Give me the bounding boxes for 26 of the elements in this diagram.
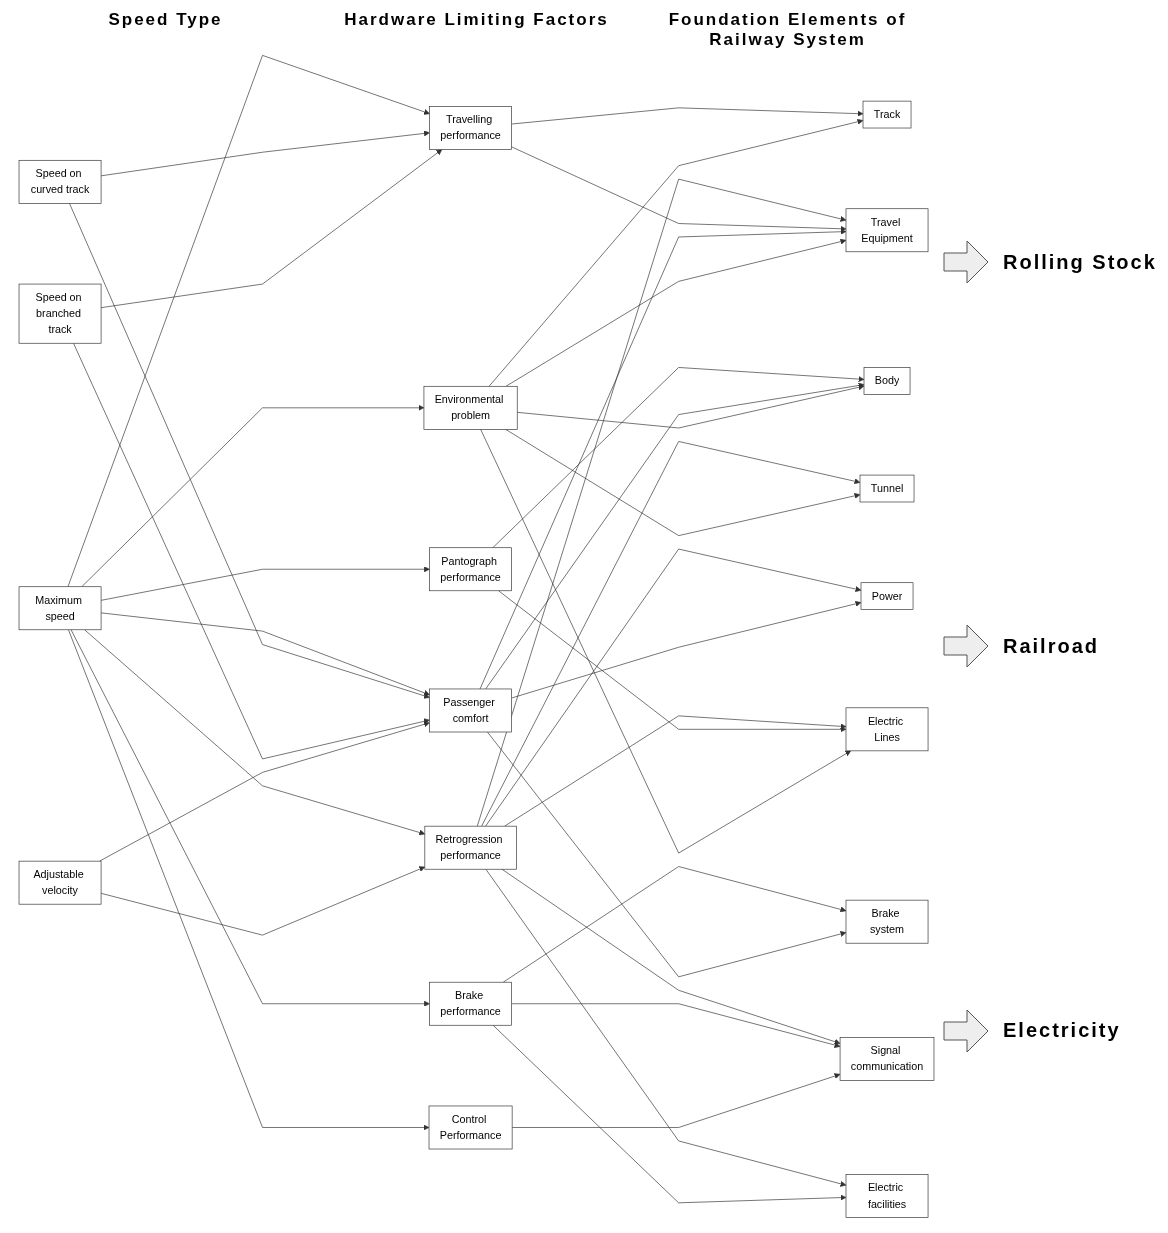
- node-box: Speed on branched track: [18, 283, 102, 344]
- node-box: Maximum speed: [18, 586, 102, 631]
- node-box: Tunnel: [859, 474, 915, 503]
- node-box: Brake system: [845, 899, 929, 944]
- category-label: Rolling Stock: [1003, 250, 1157, 274]
- node-box: Brake performance: [429, 981, 512, 1026]
- node-box: Environmental problem: [423, 385, 518, 430]
- node-box: Control Performance: [428, 1105, 513, 1150]
- node-box: Adjustable velocity: [18, 860, 102, 905]
- node-box: Travelling performance: [429, 106, 512, 150]
- node-box: Power: [860, 582, 914, 610]
- node-box: Passenger comfort: [429, 688, 512, 733]
- node-box: Speed on curved track: [18, 159, 102, 204]
- column-heading: Hardware Limiting Factors: [343, 10, 610, 31]
- node-box: Retrogression performance: [424, 825, 517, 870]
- node-box: Signal communication: [839, 1037, 935, 1081]
- node-box: Electric facilities: [845, 1174, 929, 1218]
- node-box: Body: [863, 367, 911, 395]
- category-label: Railroad: [1003, 635, 1100, 658]
- column-heading: Foundation Elements of Railway System: [667, 10, 908, 50]
- column-heading: Speed Type: [107, 10, 224, 31]
- node-box: Track: [862, 100, 912, 129]
- node-box: Pantograph performance: [429, 547, 512, 592]
- node-box: Travel Equipment: [845, 208, 929, 253]
- node-box: Electric Lines: [845, 707, 929, 752]
- category-label: Electricity: [1003, 1019, 1121, 1043]
